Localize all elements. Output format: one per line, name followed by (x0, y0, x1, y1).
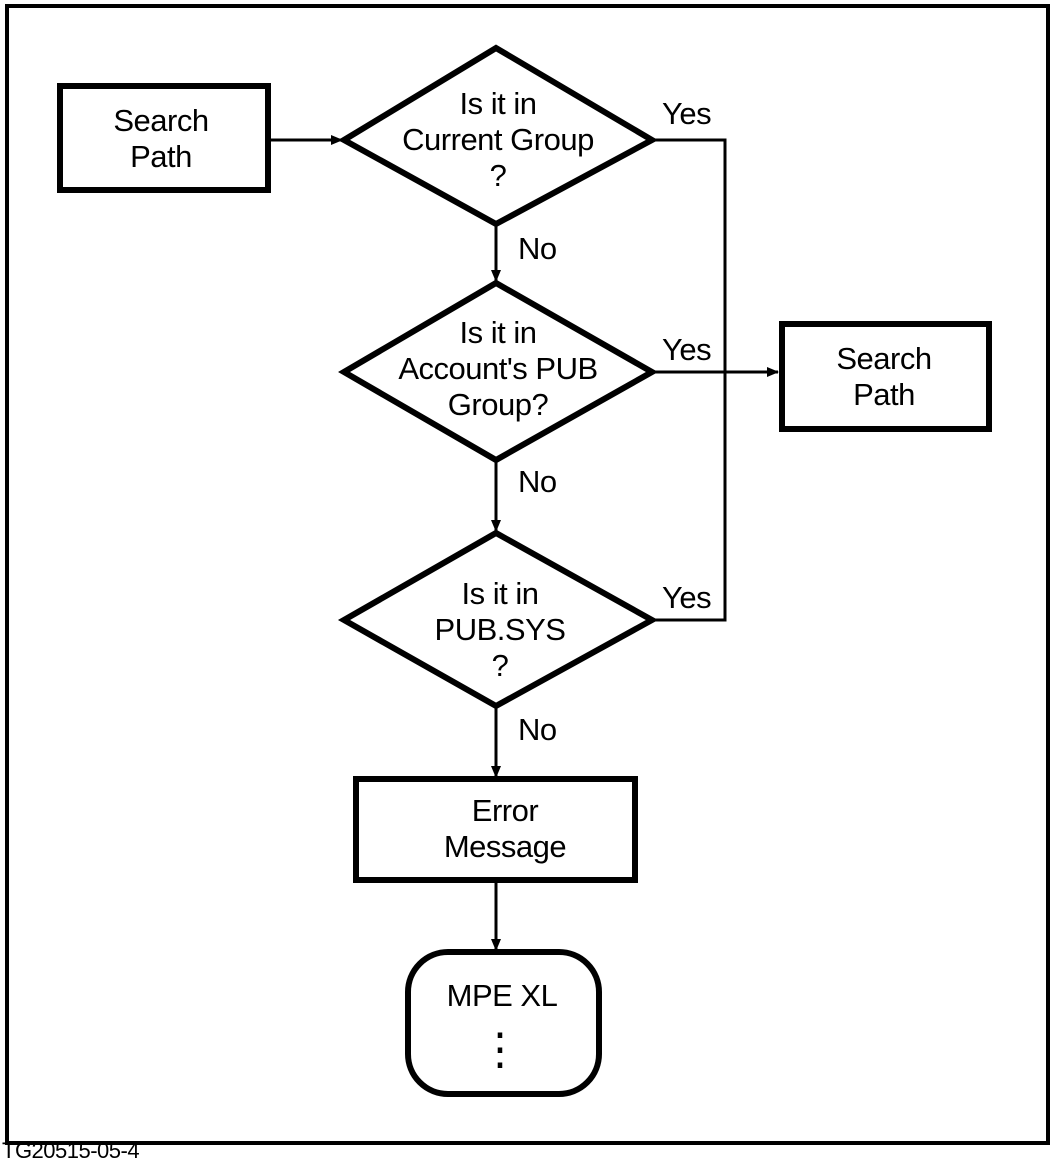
mpe-xl-terminal: MPE XL ⋮ (405, 949, 602, 1097)
no-label-1: No (518, 231, 557, 266)
error-box-line2: Message (444, 829, 566, 864)
decision-2-line3: Group? (448, 387, 549, 422)
yes-connector-decision-1 (652, 138, 727, 372)
figure-id: TG20515-05-4 (2, 1138, 140, 1163)
decision-3-line2: PUB.SYS (435, 612, 566, 647)
no-label-2: No (518, 464, 557, 499)
result-box-line2: Path (853, 377, 915, 412)
decision-1-line2: Current Group (402, 122, 594, 157)
start-box-line2: Path (130, 139, 192, 174)
result-box-line1: Search (836, 341, 931, 376)
no-label-3: No (518, 712, 557, 747)
terminal-dots: ⋮ (478, 1025, 522, 1074)
decision-2-line1: Is it in (460, 315, 537, 350)
start-box-line1: Search (113, 103, 208, 138)
decision-3-line3: ? (492, 648, 509, 683)
decision-3-line1: Is it in (462, 576, 539, 611)
yes-connector-decision-3 (652, 372, 727, 622)
decision-1-line3: ? (490, 158, 507, 193)
decision-current-group: Is it in Current Group ? (338, 44, 659, 228)
decision-1-line1: Is it in (460, 86, 537, 121)
decision-pub-sys: Is it in PUB.SYS ? (337, 529, 659, 710)
yes-label-3: Yes (662, 580, 711, 615)
error-box-line1: Error (472, 793, 539, 828)
start-box: Search Path (57, 83, 271, 193)
yes-label-1: Yes (662, 96, 711, 131)
result-search-path-box: Search Path (779, 321, 992, 432)
terminal-line1: MPE XL (447, 978, 558, 1013)
yes-label-2: Yes (662, 332, 711, 367)
decision-account-pub-group: Is it in Account's PUB Group? (338, 279, 659, 464)
outer-frame (5, 4, 1050, 1145)
error-message-box: Error Message (353, 776, 638, 883)
decision-2-line2: Account's PUB (398, 351, 597, 386)
